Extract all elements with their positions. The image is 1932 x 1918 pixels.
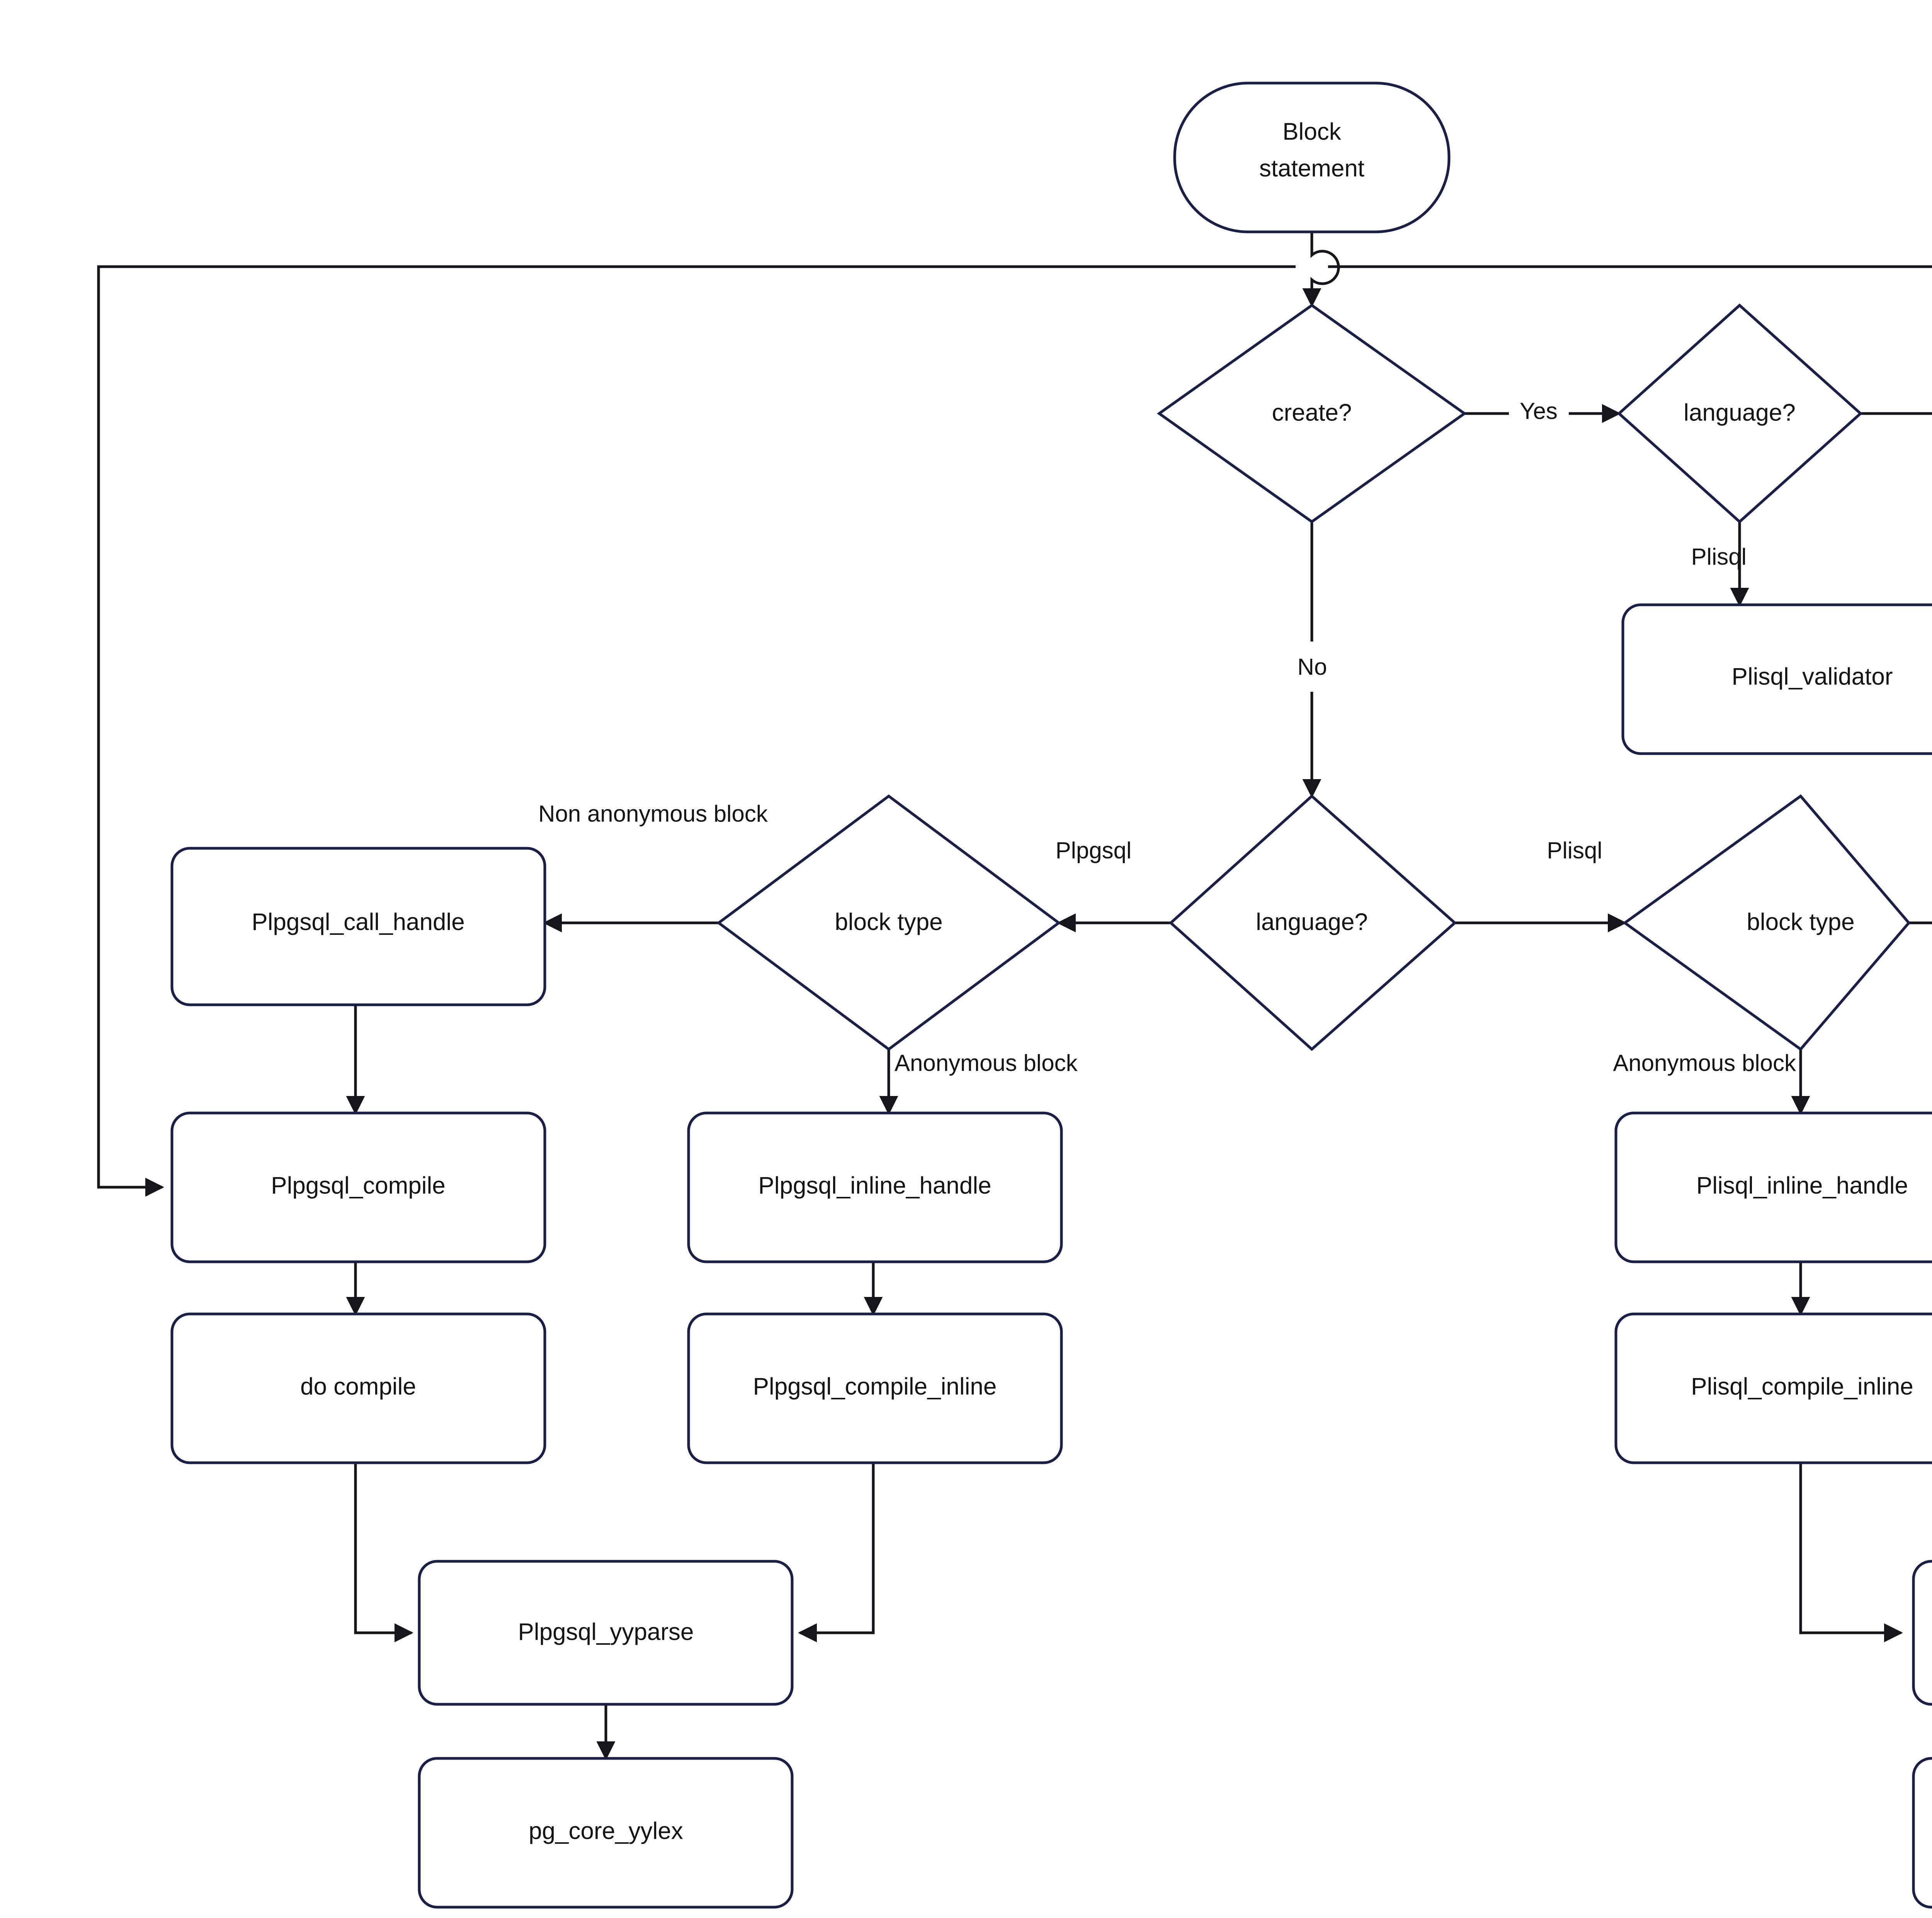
edge-docompileleft-plpgsqlyyparse [354,1463,413,1642]
node-label-do-compile-left: do compile [300,1373,416,1400]
node-plisql-yyparse[interactable]: Plisql_yyparse [1912,1560,1932,1706]
edge-label-plisql-mid: Plisql [1547,837,1602,863]
edge-plisqlcompileinline-plisqlyyparse [1799,1463,1903,1642]
node-label-plisql-compile-inline: Plisql_compile_inline [1691,1373,1913,1400]
node-block-statement[interactable]: Block statement [1173,82,1451,233]
node-label-block-type-left: block type [835,909,942,935]
node-plisql-compile-inline[interactable]: Plisql_compile_inline [1614,1312,1932,1464]
node-label-language-question-top: language? [1684,399,1796,426]
node-create-question[interactable]: create? [1156,303,1467,524]
edge-label-anonymous-block-left: Anonymous block [895,1050,1078,1076]
node-label-plpgsql-inline-handle: Plpgsql_inline_handle [758,1172,991,1199]
node-label-plisql-inline-handle: Plisql_inline_handle [1696,1172,1908,1199]
edge-plpgsqlcompileinline-plpgsqlyyparse [798,1463,875,1642]
edge-feedback-bus-right [1328,265,1932,268]
node-plpgsql-call-handle[interactable]: Plpgsql_call_handle [170,847,546,1006]
edge-label-anonymous-block-right: Anonymous block [1613,1050,1796,1076]
node-label-plpgsql-yyparse: Plpgsql_yyparse [518,1618,694,1645]
edge-feedback-bus-left [97,265,1296,1197]
node-label-plisql-validator: Plisql_validator [1732,663,1893,690]
node-label-plpgsql-compile: Plpgsql_compile [271,1172,445,1199]
node-plisql-validator[interactable]: Plisql_validator [1621,603,1932,755]
node-language-question-mid[interactable]: language? [1168,794,1457,1051]
node-pg-core-yylex[interactable]: pg_core_yylex [418,1757,794,1909]
node-label-block-statement-line2: statement [1259,155,1364,182]
node-label-block-statement-line1: Block [1282,118,1342,145]
node-plpgsql-compile[interactable]: Plpgsql_compile [170,1111,546,1263]
node-label-language-question-mid: language? [1256,909,1368,935]
node-label-plpgsql-call-handle: Plpgsql_call_handle [252,909,465,935]
edge-label-plpgsql-mid: Plpgsql [1056,837,1132,863]
edge-label-no: No [1298,654,1327,680]
edge-label-yes: Yes [1520,398,1558,424]
node-plpgsql-inline-handle[interactable]: Plpgsql_inline_handle [687,1111,1063,1263]
node-label-plpgsql-compile-inline: Plpgsql_compile_inline [753,1373,997,1400]
node-plpgsql-compile-inline[interactable]: Plpgsql_compile_inline [687,1312,1063,1464]
node-label-pg-core-yylex: pg_core_yylex [529,1818,683,1844]
edge-label-plisql-top: Plisql [1691,544,1747,570]
node-ora-core-yylex[interactable]: ora_core_yylex [1912,1757,1932,1909]
node-label-block-type-right: block type [1747,909,1854,935]
node-block-type-right[interactable]: block type [1622,794,1911,1051]
edge-blockstatement-create [1302,232,1340,307]
node-label-create-question: create? [1272,399,1352,426]
node-plpgsql-yyparse[interactable]: Plpgsql_yyparse [418,1560,794,1706]
node-plisql-inline-handle[interactable]: Plisql_inline_handle [1614,1111,1932,1263]
node-block-type-left[interactable]: block type [716,794,1061,1051]
node-do-compile-left[interactable]: do compile [170,1312,546,1464]
node-language-question-top[interactable]: language? [1617,303,1863,524]
edge-label-non-anonymous-block-left: Non anonymous block [538,801,768,827]
